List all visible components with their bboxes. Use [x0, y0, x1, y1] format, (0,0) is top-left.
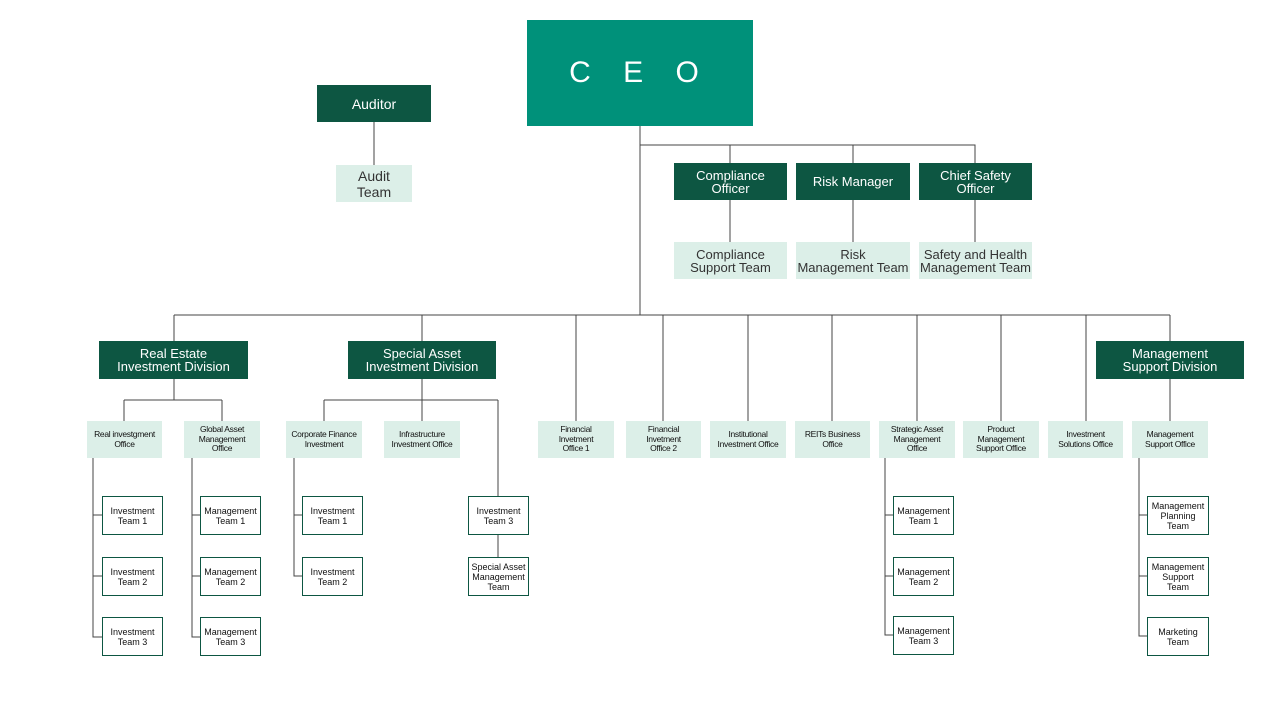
- chief-safety-officer-box: Chief Safety Officer: [919, 163, 1032, 200]
- management-support-division-box: Management Support Division: [1096, 341, 1244, 379]
- financial-investment-office-1-box: Financial Invetment Office 1: [538, 421, 614, 458]
- global-asset-office-box: Global Asset Management Office: [184, 421, 260, 458]
- connector-sa-offices: [323, 379, 499, 496]
- institutional-office-box: Institutional Investment Office: [710, 421, 786, 458]
- re-investment-team-2-box: Investment Team 2: [102, 557, 163, 596]
- infrastructure-office-box: Infrastructure Investment Office: [384, 421, 460, 458]
- financial-investment-office-2-box: Financial Invetment Office 2: [626, 421, 701, 458]
- st-management-team-2-box: Management Team 2: [893, 557, 954, 596]
- st-management-team-3-box: Management Team 3: [893, 616, 954, 655]
- management-support-office-box: Management Support Office: [1132, 421, 1208, 458]
- risk-manager-box: Risk Manager: [796, 163, 910, 200]
- special-asset-division-box: Special Asset Investment Division: [348, 341, 496, 379]
- safety-health-team-box: Safety and Health Management Team: [919, 242, 1032, 279]
- connector-officers: [640, 144, 976, 163]
- ga-management-team-3-box: Management Team 3: [200, 617, 261, 656]
- compliance-support-team-box: Compliance Support Team: [674, 242, 787, 279]
- strategic-asset-office-box: Strategic Asset Management Office: [879, 421, 955, 458]
- cf-investment-team-2-box: Investment Team 2: [302, 557, 363, 596]
- management-planning-team-box: Management Planning Team: [1147, 496, 1209, 535]
- re-investment-team-3-box: Investment Team 3: [102, 617, 163, 656]
- product-management-office-box: Product Management Support Office: [963, 421, 1039, 458]
- compliance-officer-box: Compliance Officer: [674, 163, 787, 200]
- risk-management-team-box: Risk Management Team: [796, 242, 910, 279]
- management-support-team-box: Management Support Team: [1147, 557, 1209, 596]
- special-asset-management-team-box: Special Asset Management Team: [468, 557, 529, 596]
- corporate-finance-office-box: Corporate Finance Investment: [286, 421, 362, 458]
- sa-investment-team-3-box: Investment Team 3: [468, 496, 529, 535]
- connector-drops: [173, 315, 1171, 421]
- connector-sa-teams: [293, 458, 499, 577]
- cf-investment-team-1-box: Investment Team 1: [302, 496, 363, 535]
- connector-re-teams: [92, 458, 200, 638]
- re-investment-team-1-box: Investment Team 1: [102, 496, 163, 535]
- reits-office-box: REITs Business Office: [795, 421, 870, 458]
- ga-management-team-2-box: Management Team 2: [200, 557, 261, 596]
- connector-re-offices: [123, 379, 223, 421]
- ceo-box: C E O: [527, 20, 753, 126]
- st-management-team-1-box: Management Team 1: [893, 496, 954, 535]
- auditor-box: Auditor: [317, 85, 431, 122]
- connector-officer-teams: [729, 200, 976, 242]
- ga-management-team-1-box: Management Team 1: [200, 496, 261, 535]
- marketing-team-box: Marketing Team: [1147, 617, 1209, 656]
- connector-st-teams: [884, 458, 893, 636]
- investment-solutions-office-box: Investment Solutions Office: [1048, 421, 1123, 458]
- connector-ms-teams: [1138, 458, 1147, 637]
- audit-team-box: Audit Team: [336, 165, 412, 202]
- real-investment-office-box: Real investgment Office: [87, 421, 162, 458]
- real-estate-division-box: Real Estate Investment Division: [99, 341, 248, 379]
